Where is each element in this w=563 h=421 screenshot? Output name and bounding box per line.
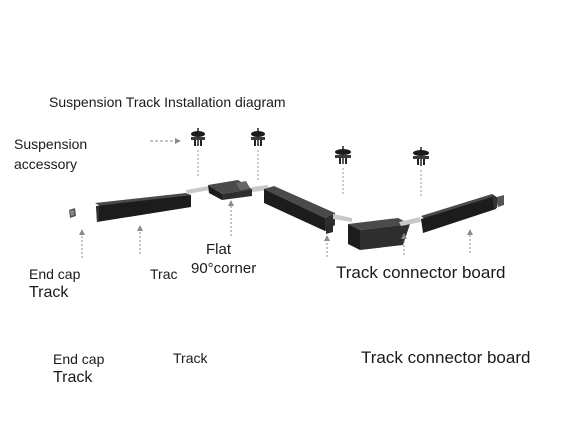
end-cap-right [497, 195, 504, 207]
track-segment-2 [264, 186, 335, 231]
track-connector-board-label-2: Track connector board [361, 348, 531, 367]
track-label-1: Track [29, 284, 69, 301]
flat-label: Flat [206, 241, 232, 258]
track-connector-board-1 [333, 214, 352, 222]
track-segment-1 [95, 193, 191, 222]
diagram-title: Suspension Track Installation diagram [49, 94, 286, 110]
suspension-accessory-3 [335, 146, 351, 164]
track-segment-3 [421, 194, 498, 233]
small-joint-piece [326, 222, 333, 234]
suspension-accessory-1 [191, 128, 205, 146]
corner-label: 90°corner [191, 260, 257, 277]
end-cap-label-1: End cap [29, 266, 81, 282]
track-connector-board-label-1: Track connector board [336, 263, 506, 282]
suspension-accessory-4 [413, 147, 429, 166]
end-cap-label-2: End cap [53, 351, 105, 367]
suspension-accessory-label-line1: Suspension [14, 136, 88, 152]
connector-strip-1 [186, 186, 210, 194]
suspension-accessory-2 [251, 128, 265, 146]
end-cap-part [69, 208, 76, 218]
track-label-2: Track [53, 369, 93, 386]
track-label-3: Track [173, 350, 208, 366]
track-connector-board-2 [399, 217, 421, 226]
suspension-accessory-label-line2: accessory [14, 156, 78, 172]
flat-90-corner-part [208, 180, 252, 200]
trac-label: Trac [150, 266, 178, 282]
bottom-corner-part [348, 218, 410, 250]
